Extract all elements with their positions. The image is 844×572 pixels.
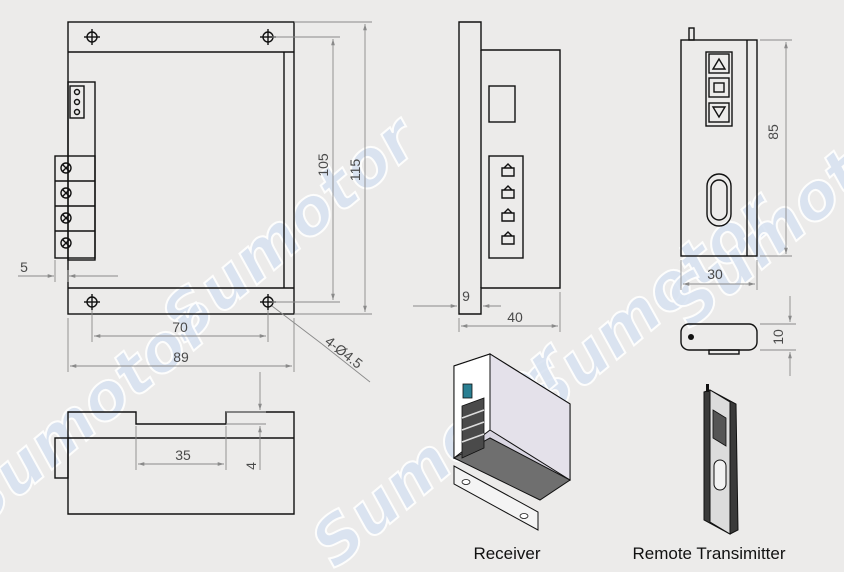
remote-side-view <box>680 323 758 355</box>
down-arrow-icon <box>708 102 730 123</box>
remote-front-view <box>680 27 758 257</box>
terminal-slot-icon <box>501 163 515 245</box>
dim-remote-thickness: 10 <box>770 329 786 345</box>
up-arrow-icon <box>708 53 730 74</box>
receiver-top-dimensions <box>135 372 266 470</box>
dim-remote-width: 30 <box>707 266 723 282</box>
receiver-side-view <box>458 21 561 315</box>
connector-icon <box>67 81 96 261</box>
caption-receiver: Receiver <box>473 544 540 563</box>
dim-slot-width: 35 <box>175 447 191 463</box>
dim-hole-spacing-vertical: 105 <box>315 153 331 177</box>
terminal-block-icon <box>54 155 96 259</box>
receiver-front-view <box>54 21 295 315</box>
dim-depth: 40 <box>507 309 523 325</box>
remote-front-dimensions <box>680 39 792 290</box>
dim-flange: 9 <box>462 288 470 304</box>
dim-slot-depth: 4 <box>243 462 259 470</box>
remote-3d-render <box>703 384 739 535</box>
caption-remote: Remote Transimitter <box>632 544 785 563</box>
stop-square-icon <box>708 77 730 98</box>
dim-hole-spacing-horizontal: 70 <box>172 319 188 335</box>
dim-mounting-holes: 4-Ø4.5 <box>322 333 366 372</box>
receiver-3d-render <box>452 353 571 531</box>
dim-edge-offset: 5 <box>20 259 28 275</box>
watermark-3: Sumotor <box>0 285 229 542</box>
remote-side-dimensions <box>760 296 796 376</box>
dim-remote-height: 85 <box>765 124 781 140</box>
receiver-side-dimensions <box>413 292 561 332</box>
dim-overall-width: 89 <box>173 349 189 365</box>
dim-overall-height: 115 <box>347 159 363 182</box>
receiver-front-dimensions <box>18 21 372 383</box>
